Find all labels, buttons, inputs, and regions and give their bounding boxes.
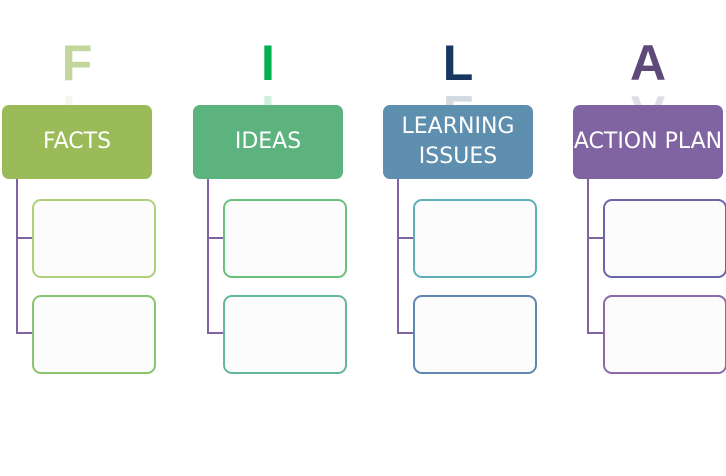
connector-branch xyxy=(397,332,414,334)
entry-box[interactable] xyxy=(223,199,347,278)
column-header-label: FACTS xyxy=(42,129,112,154)
column-header-label: IDEAS xyxy=(234,129,302,154)
column-learning-issues: L L LEARNING ISSUES xyxy=(383,0,538,476)
column-letter: I xyxy=(261,35,275,91)
connector-vertical xyxy=(16,179,18,334)
connector-branch xyxy=(207,332,224,334)
connector-branch xyxy=(207,237,224,239)
entry-box[interactable] xyxy=(603,199,726,278)
connector-branch xyxy=(16,332,33,334)
connector-vertical xyxy=(397,179,399,334)
connector-branch xyxy=(16,237,33,239)
connector-branch xyxy=(587,332,604,334)
column-letter: A xyxy=(629,35,667,91)
entry-box[interactable] xyxy=(603,295,726,374)
column-header-label: ACTION PLAN xyxy=(573,129,723,154)
entry-box[interactable] xyxy=(32,199,156,278)
column-letter: L xyxy=(442,35,474,91)
column-ideas: I I IDEAS xyxy=(193,0,348,476)
entry-box[interactable] xyxy=(32,295,156,374)
column-header: LEARNING ISSUES xyxy=(383,105,533,179)
entry-box[interactable] xyxy=(413,199,537,278)
entry-box[interactable] xyxy=(223,295,347,374)
column-header: FACTS xyxy=(2,105,152,179)
letter-reflection: A xyxy=(573,88,723,106)
connector-vertical xyxy=(207,179,209,334)
column-letter: F xyxy=(61,35,93,91)
column-facts: F F FACTS xyxy=(2,0,157,476)
connector-branch xyxy=(587,237,604,239)
column-header-label: LEARNING ISSUES xyxy=(401,114,515,169)
letter-reflection: I xyxy=(193,88,343,106)
connector-branch xyxy=(397,237,414,239)
letter-reflection: L xyxy=(383,88,533,106)
connector-vertical xyxy=(587,179,589,334)
column-action-plan: A A ACTION PLAN xyxy=(573,0,726,476)
entry-box[interactable] xyxy=(413,295,537,374)
letter-reflection: F xyxy=(2,88,152,106)
column-header: ACTION PLAN xyxy=(573,105,723,179)
column-header: IDEAS xyxy=(193,105,343,179)
